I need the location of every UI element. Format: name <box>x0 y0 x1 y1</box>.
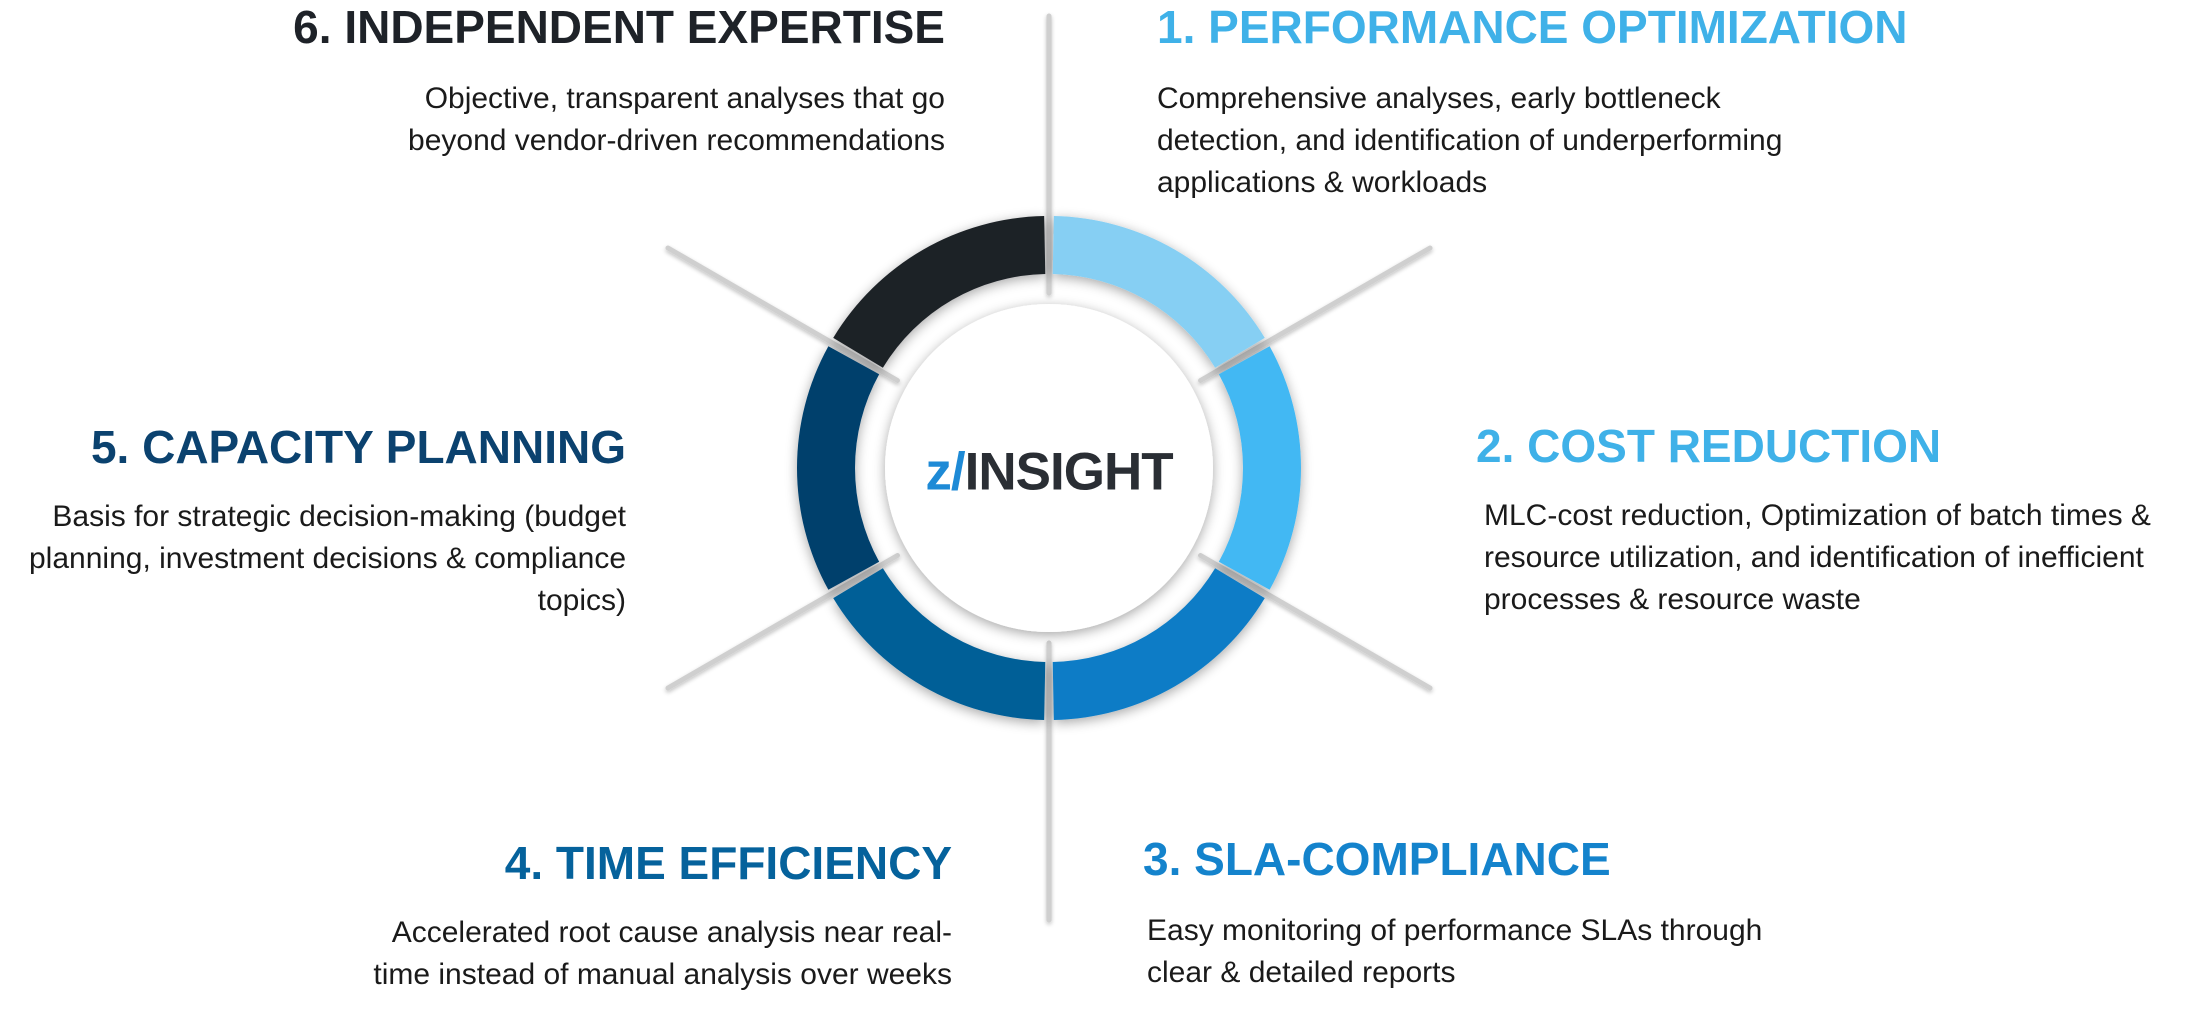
benefit-title: 2. COST REDUCTION <box>1476 420 1942 472</box>
benefit-title: 4. TIME EFFICIENCY <box>504 837 952 889</box>
benefit-capacity-planning: 5. CAPACITY PLANNING Basis for strategic… <box>0 422 626 622</box>
ring-segment-performance-optimization <box>1052 216 1265 368</box>
benefit-sla-compliance: 3. SLA-COMPLIANCE Easy monitoring of per… <box>1143 834 1863 994</box>
benefit-time-efficiency: 4. TIME EFFICIENCY Accelerated root caus… <box>360 838 952 996</box>
connector-lines <box>665 13 1433 923</box>
benefit-description: Comprehensive analyses, early bottleneck… <box>1157 82 1783 199</box>
ring-segment-capacity-planning <box>797 346 880 590</box>
center-disc <box>885 304 1213 632</box>
ring-segment-cost-reduction <box>1218 346 1302 590</box>
benefit-description: MLC-cost reduction, Optimization of batc… <box>1484 499 2151 616</box>
benefit-cost-reduction: 2. COST REDUCTION MLC-cost reduction, Op… <box>1476 421 2186 621</box>
connector-line <box>1198 553 1433 691</box>
benefit-description: Easy monitoring of performance SLAs thro… <box>1147 914 1763 989</box>
benefit-description: Accelerated root cause analysis near rea… <box>373 916 952 991</box>
benefit-performance-optimization: 1. PERFORMANCE OPTIMIZATION Comprehensiv… <box>1157 2 2017 204</box>
ring-segment-independent-expertise <box>833 216 1046 368</box>
benefit-independent-expertise: 6. INDEPENDENT EXPERTISE Objective, tran… <box>200 2 945 162</box>
benefit-title: 3. SLA-COMPLIANCE <box>1143 833 1611 885</box>
benefit-title: 1. PERFORMANCE OPTIMIZATION <box>1157 1 1908 53</box>
segment-ring <box>797 216 1302 720</box>
logo-prefix: z/ <box>925 442 965 502</box>
ring-segment-time-efficiency <box>833 568 1046 720</box>
connector-line <box>665 553 900 691</box>
connector-line <box>665 245 900 383</box>
benefit-description: Basis for strategic decision-making (bud… <box>29 500 626 617</box>
benefit-title: 5. CAPACITY PLANNING <box>90 421 626 473</box>
benefit-description: Objective, transparent analyses that go … <box>408 82 945 157</box>
logo-name: INSIGHT <box>964 442 1174 502</box>
connector-line <box>1198 245 1433 383</box>
logo-wordmark: z/INSIGHT <box>925 442 1174 503</box>
ring-segment-sla-compliance <box>1052 568 1265 720</box>
benefit-title: 6. INDEPENDENT EXPERTISE <box>293 1 945 53</box>
